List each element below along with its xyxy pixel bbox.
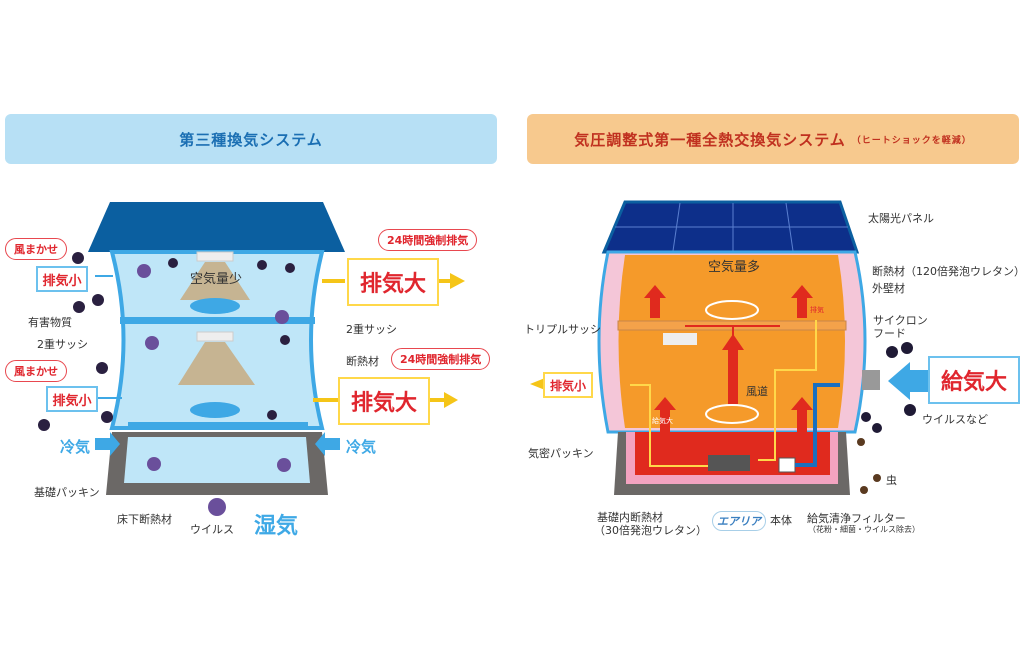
insect-label: 虫 [886,474,897,487]
air-amount-high: 空気量多 [708,260,761,275]
duct-label: 風道 [746,385,768,398]
exhaust-big-1: 排気大 [347,258,439,306]
virus-etc-label: ウイルスなど [922,413,988,426]
supply-arrow [888,362,930,400]
solar-label: 太陽光パネル [868,212,934,225]
right-cat-2 [705,404,759,424]
exhaust-big-2: 排気大 [338,377,430,425]
insulation-label-right: 断熱材（120倍発泡ウレタン） [872,265,1024,278]
left-arrow-head-2 [444,392,458,408]
solar-grid [615,202,848,252]
exhaust-small-2: 排気小 [46,386,98,412]
left-title-text: 第三種換気システム [179,130,323,149]
airtight-packing-label: 気密パッキン [528,447,594,460]
left-airflow-1 [180,262,250,300]
left-floor-2 [128,422,308,429]
forced-bubble-2: 24時間強制排気 [391,348,491,370]
cold-air-right: 冷気 [346,438,377,456]
harmful-label: 有害物質 [28,316,72,329]
left-cat-2 [190,402,240,418]
cyclone-hood [862,370,880,390]
supply-duct [795,383,840,467]
left-harmful-dots [38,252,295,431]
left-cat-1 [190,298,240,314]
ventilation-unit [708,455,750,471]
sash-label-right: 2重サッシ [346,323,397,336]
left-underfloor [124,437,310,483]
floor-insulation-label: 床下断熱材 [117,513,172,526]
hood-label: フード [873,327,906,340]
base-insulation-note: （30倍発泡ウレタン） [594,524,707,537]
wind-bubble-1: 風まかせ [5,238,67,260]
wind-bubble-2: 風まかせ [5,360,67,382]
insulation-label: 断熱材 [346,355,379,368]
right-side-arrows [685,325,780,345]
right-cold-arrow [315,432,340,456]
left-airflow-2 [178,342,255,385]
left-title: 第三種換気システム [5,114,497,164]
sash-label-left: 2重サッシ [37,338,88,351]
filter-note: （花粉・細菌・ウイルス除去） [808,525,920,534]
insect-icons [857,438,881,494]
right-cat-1 [705,300,759,320]
outer-wall-label: 外壁材 [872,282,905,295]
unit-label: 本体 [770,514,792,527]
right-exhaust-small: 排気小 [543,372,593,398]
base-insulation-label: 基礎内断熱材 [597,511,663,524]
filter-box [778,457,796,473]
left-roof [88,202,345,252]
left-ac-1 [196,251,234,262]
cold-air-left: 冷気 [60,438,91,456]
right-ac [663,333,697,345]
filter-label: 給気清浄フィルター [807,512,906,525]
supply-big: 給気大 [928,356,1020,404]
right-title-text: 気圧調整式第一種全熱交換気システム [574,130,846,149]
virus-label: ウイルス [190,523,234,536]
left-house [38,202,465,516]
exhaust-arrow-head [530,378,545,390]
left-cold-arrow [95,432,120,456]
left-viruses [137,264,291,516]
right-subtitle: （ヒートショックを軽減） [851,135,972,146]
right-virus-dots [861,342,916,433]
eareal-logo: エアリア [712,511,766,531]
exhaust-duct [630,320,817,467]
forced-bubble-1: 24時間強制排気 [378,229,478,251]
air-amount-low: 空気量少 [190,272,243,287]
left-floor [120,317,315,324]
cyclone-label: サイクロン [873,314,928,327]
right-up-arrows [644,285,813,432]
right-title: 気圧調整式第一種全熱交換気システム （ヒートショックを軽減） [527,114,1019,164]
tag-exhaust: 排気 [810,306,824,314]
tag-supply: 給気大 [652,417,673,425]
left-ac-2 [196,331,234,342]
humidity-label: 湿気 [254,514,299,539]
left-arrow-head-1 [450,273,465,289]
exhaust-small-1: 排気小 [36,266,88,292]
triple-sash-label: トリプルサッシ [524,323,601,336]
right-house [530,200,930,495]
packing-label: 基礎パッキン [34,486,100,499]
